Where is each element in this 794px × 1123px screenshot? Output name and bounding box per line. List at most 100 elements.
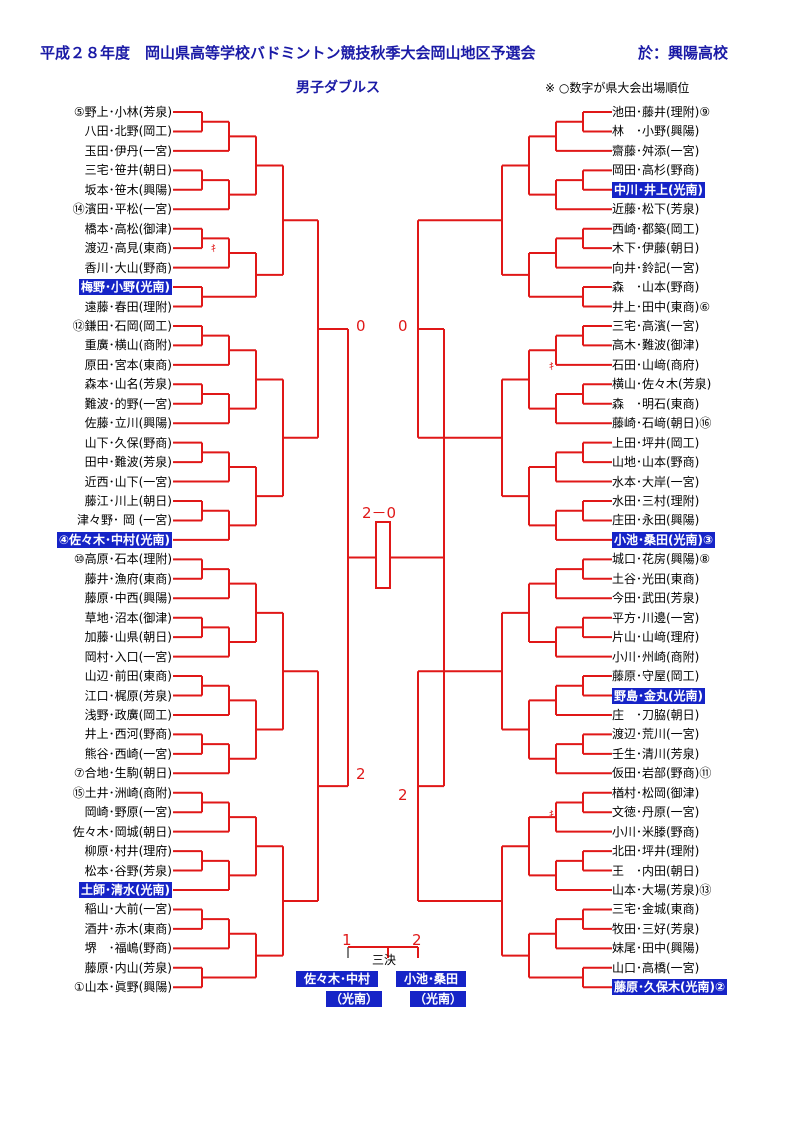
left-entry: 佐藤･立川(興陽) [84,416,172,431]
right-entry: 藤原･守屋(岡工) [612,669,700,684]
left-entry: ⑮土井･洲崎(商附) [72,785,172,800]
venue-label: 於：興陽高校 [638,44,729,62]
third-place-left-school: （光南） [326,991,382,1007]
left-entry: 熊谷･西崎(一宮) [84,746,172,761]
right-entry: 渡辺･荒川(一宮) [612,727,700,742]
right-entry: 王 ･内田(朝日) [612,863,700,878]
right-entry: 池田･藤井(理附)⑨ [612,105,711,119]
right-entry: 小池･桑田(光南)③ [612,531,716,548]
left-entry: 渡辺･高見(東商) [84,241,172,256]
right-entry: 木下･伊藤(朝日) [612,241,700,256]
third-place-score-right: 2 [412,931,422,949]
third-place-right-school: （光南） [410,991,466,1007]
right-entry: 野島･金丸(光南) [612,687,705,704]
third-place-label: 三決 [372,953,397,967]
left-entry: 柳原･村井(理府) [84,844,172,859]
score-right-semi-top: 0 [398,317,408,335]
left-bracket-entries: ⑤野上･小林(芳泉)八田･北野(岡工)玉田･伊丹(一宮)三宅･笹井(朝日)坂本･… [0,0,172,1000]
left-entry: 香川･大山(野商) [84,260,172,275]
left-mark: ｷ [211,244,216,255]
right-entry: 妹尾･田中(興陽) [612,941,700,956]
left-entry: ⑩高原･石本(理附) [73,552,172,567]
right-entry: 山地･山本(野商) [612,455,700,470]
right-entry: 片山･山﨑(理府) [612,630,700,645]
right-entry: 三宅･金城(東商) [612,902,700,917]
right-entry: 牧田･三好(芳泉) [612,921,700,936]
third-place-left-name: 佐々木･中村 [296,971,378,987]
left-entry: 藤井･漁府(東商) [84,571,172,586]
left-entry: 草地･沼本(御津) [84,610,172,625]
right-entry: 藤原･久保木(光南)② [612,979,728,996]
left-entry: 岡村･入口(一宮) [84,649,172,664]
third-place-right-name: 小池･桑田 [396,971,466,987]
right-entry: 井上･田中(東商)⑥ [612,299,711,314]
right-entry: 藤崎･石﨑(朝日)⑯ [612,416,712,431]
right-entry: 小川･米滕(野商) [612,824,700,839]
event-title: 男子ダブルス [296,80,380,96]
right-entry: 近藤･松下(芳泉) [612,202,700,217]
score-left-semi-top: 0 [356,317,366,335]
left-entry: 藤原･内山(芳泉) [84,960,172,975]
third-place-score-left: 1 [342,931,352,949]
left-entry: ①山本･眞野(興陽) [73,980,172,995]
right-entry: 水本･大岸(一宮) [612,474,700,489]
right-entry: 西崎･都築(岡工) [612,221,700,236]
right-entry: 平方･川邊(一宮) [612,610,700,625]
left-entry: 土師･清水(光南) [79,882,172,898]
left-entry: 八田･北野(岡工) [84,124,172,139]
left-entry: 坂本･笹木(興陽) [84,182,172,197]
score-final: 2－0 [362,504,397,522]
right-entry: 山口･高橋(一宮) [612,960,700,975]
left-entry: 岡崎･野原(一宮) [84,805,172,820]
right-entry: 山本･大場(芳泉)⑬ [612,883,712,897]
right-entry: 今田･武田(芳泉) [612,591,700,606]
right-entry: 北田･坪井(理附) [612,844,700,859]
right-entry: 林 ･小野(興陽) [612,124,700,139]
right-entry: 仮田･岩部(野商)⑪ [612,766,712,781]
right-entry: 高木･難波(御津) [612,338,700,353]
right-entry: 城口･花房(興陽)⑧ [612,552,711,567]
right-entry: 向井･鈴記(一宮) [612,260,700,275]
score-right-semi-bottom: 2 [398,786,408,804]
right-entry: 小川･州崎(商附) [612,649,700,664]
left-entry: 森本･山名(芳泉) [84,377,172,392]
left-entry: 難波･的野(一宮) [84,396,172,411]
left-entry: 遠藤･春田(理附) [84,299,172,314]
right-entry: 水田･三村(理附) [612,494,700,508]
left-entry: ⑫鎌田･石岡(岡工) [72,318,172,333]
right-entry: 壬生･清川(芳泉) [612,746,700,761]
left-entry: ④佐々木･中村(光南) [56,531,172,548]
right-entry: 三宅･高濱(一宮) [612,318,700,333]
right-mark-2: ｷ [549,810,554,821]
left-entry: 加藤･山県(朝日) [84,630,172,645]
left-entry: 佐々木･岡城(朝日) [72,824,172,839]
right-entry: 文徳･丹原(一宮) [612,805,700,820]
left-entry: 江口･梶原(芳泉) [84,688,172,703]
tournament-title: 平成２８年度 岡山県高等学校バドミントン競技秋季大会岡山地区予選会 [40,44,536,62]
right-entry: 楢村･松岡(御津) [612,785,700,800]
legend-note: ※ ○数字が県大会出場順位 [545,81,690,95]
left-entry: 堺 ･福嶋(野商) [84,941,172,956]
left-entry: 三宅･笹井(朝日) [84,163,172,178]
left-entry: 井上･西河(野商) [84,727,172,742]
right-entry: 森 ･山本(野商) [612,280,700,295]
right-entry: 庄 ･刀脇(朝日) [612,707,700,722]
left-entry: ⑤野上･小林(芳泉) [73,105,172,119]
left-entry: ⑭濱田･平松(一宮) [72,202,172,217]
left-entry: 山辺･前田(東商) [84,669,172,684]
right-entry: 森 ･明石(東商) [612,396,700,411]
right-entry: 石田･山﨑(商府) [612,357,700,372]
right-entry: 土谷･光田(東商) [612,571,700,586]
left-entry: 藤原･中西(興陽) [84,591,172,606]
left-entry: 田中･難波(芳泉) [84,455,172,470]
left-entry: 橋本･高松(御津) [84,221,172,236]
left-entry: 酒井･赤木(東商) [84,921,172,936]
final-box [375,521,391,589]
right-entry: 齋藤･舛添(一宮) [612,143,700,158]
left-entry: 原田･宮本(東商) [84,357,172,372]
right-entry: 庄田･永田(興陽) [612,513,700,528]
left-entry: 松本･谷野(芳泉) [84,863,172,878]
right-entry: 上田･坪井(岡工) [612,435,700,450]
